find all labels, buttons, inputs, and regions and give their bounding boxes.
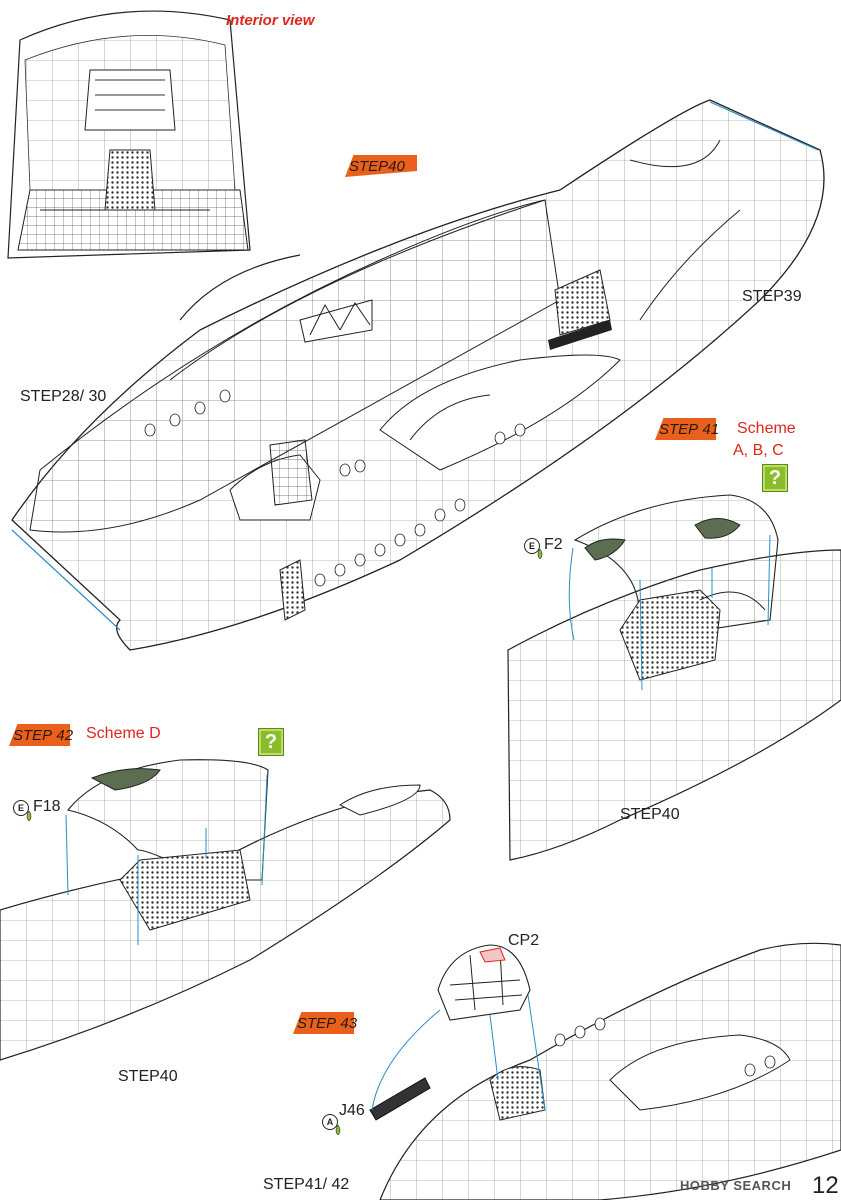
- paint-badge-e-f2: E: [524, 538, 540, 554]
- step42-scheme-d: Scheme D: [86, 725, 161, 742]
- paint-badge-e-f18: E: [13, 800, 29, 816]
- part-f18: F18: [33, 798, 61, 815]
- step41-scheme-abc: A, B, C: [733, 442, 784, 459]
- part-f2: F2: [544, 536, 563, 553]
- step40-label: STEP40: [349, 157, 405, 175]
- question-icon-step41: ?: [762, 464, 788, 492]
- interior-view-title: Interior view: [226, 12, 315, 29]
- paint-drop-icon-f2: [537, 549, 543, 559]
- paint-drop-icon-j46: [335, 1125, 341, 1135]
- page-number: 12: [812, 1172, 839, 1199]
- paint-badge-a-j46: A: [322, 1114, 338, 1130]
- watermark: HOBBY SEARCH: [680, 1178, 792, 1193]
- question-icon-step42: ?: [258, 728, 284, 756]
- main-fuselage-drawing: [11, 99, 825, 651]
- step40-ref-b: STEP40: [118, 1068, 178, 1085]
- step43-number: 43: [340, 1014, 358, 1032]
- step40-header: STEP40: [345, 155, 417, 177]
- step43-prefix: STEP: [297, 1014, 337, 1032]
- step41-drawing: [507, 494, 841, 861]
- step28-30-ref: STEP28/ 30: [20, 388, 107, 405]
- interior-view-drawing: [7, 10, 251, 259]
- step42-header: STEP 42: [9, 724, 89, 746]
- part-j46: J46: [339, 1102, 365, 1119]
- step40-ref-a: STEP40: [620, 806, 680, 823]
- step41-scheme: Scheme: [737, 420, 796, 437]
- step39-ref: STEP39: [742, 288, 802, 305]
- step43-drawing: [369, 942, 841, 1200]
- step43-header: STEP 43: [293, 1012, 373, 1034]
- step41-number: 41: [702, 420, 720, 438]
- step42-prefix: STEP: [13, 726, 53, 744]
- step41-header: STEP 41: [655, 418, 735, 440]
- step41-42-ref: STEP41/ 42: [263, 1176, 350, 1193]
- step41-prefix: STEP: [659, 420, 699, 438]
- step42-number: 42: [56, 726, 74, 744]
- part-cp2: CP2: [508, 932, 540, 949]
- paint-drop-icon-f18: [26, 811, 32, 821]
- step42-drawing: [0, 759, 451, 1061]
